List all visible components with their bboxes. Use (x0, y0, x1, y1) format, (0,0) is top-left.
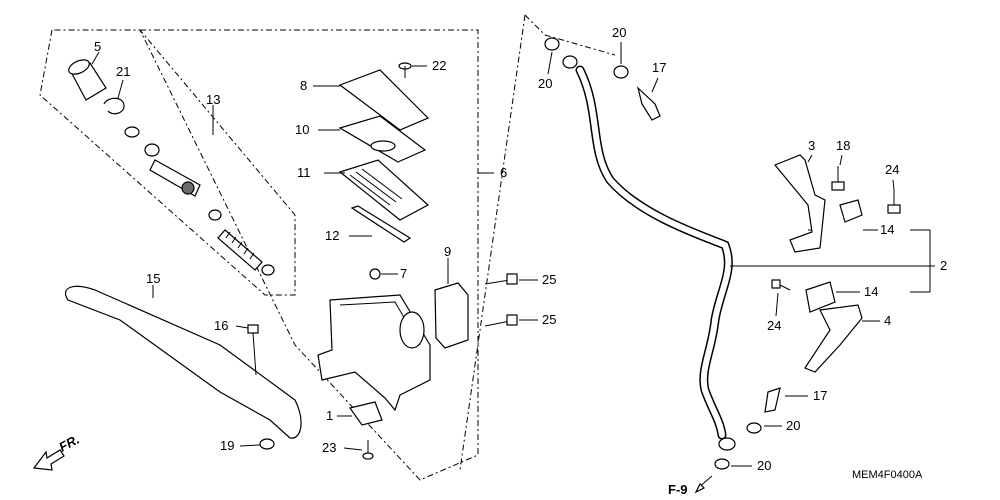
circlip (103, 97, 125, 115)
hose-guide-upper (839, 199, 863, 223)
cap-plate-hole (370, 140, 396, 152)
label-17b: 17 (813, 388, 827, 403)
diaphragm-ribs (349, 168, 403, 206)
screw-22 (398, 62, 412, 78)
reservoir-cap (338, 69, 430, 131)
label-20a: 20 (538, 76, 552, 91)
hose-guide-lower (805, 281, 836, 313)
label-14b: 14 (864, 284, 878, 299)
leader-lines (91, 42, 935, 467)
bolts-25 (484, 273, 518, 327)
label-8: 8 (300, 78, 307, 93)
hose-clamp-lower (804, 304, 863, 373)
diaphragm (338, 159, 430, 221)
label-10: 10 (295, 122, 309, 137)
holder (434, 282, 469, 349)
screw-7 (369, 268, 381, 280)
reference-label: F-9 (668, 482, 688, 497)
master-cylinder (317, 294, 431, 412)
label-6: 6 (500, 165, 507, 180)
label-23: 23 (322, 440, 336, 455)
label-4: 4 (884, 313, 891, 328)
label-20d: 20 (757, 458, 771, 473)
label-16: 16 (214, 318, 228, 333)
label-2: 2 (940, 258, 947, 273)
label-20c: 20 (786, 418, 800, 433)
brake-switch (348, 401, 383, 426)
label-14a: 14 (880, 222, 894, 237)
label-12: 12 (325, 228, 339, 243)
brake-lever (65, 285, 302, 439)
hose-clamp-upper (774, 154, 826, 253)
boot (68, 59, 107, 101)
label-19: 19 (220, 438, 234, 453)
label-5: 5 (94, 39, 101, 54)
drawing-code: MEM4F0400A (852, 469, 923, 481)
label-24b: 24 (767, 318, 781, 333)
pivot-bolt (247, 324, 259, 376)
reference-f9: F-9 (668, 475, 713, 497)
hose-assembly-outline (524, 14, 616, 56)
label-18: 18 (836, 138, 850, 153)
sealing-washers (544, 37, 762, 470)
label-21: 21 (116, 64, 130, 79)
pivot-nut (259, 438, 275, 450)
master-cylinder-outline (139, 29, 479, 481)
label-15: 15 (146, 271, 160, 286)
oil-bolts (636, 86, 781, 413)
brake-hose (575, 65, 733, 440)
label-24a: 24 (885, 162, 899, 177)
float-plate (350, 205, 412, 243)
clamp-bolts (771, 166, 901, 291)
label-7: 7 (400, 266, 407, 281)
label-17a: 17 (652, 60, 666, 75)
label-1: 1 (326, 408, 333, 423)
label-20b: 20 (612, 25, 626, 40)
label-25b: 25 (542, 312, 556, 327)
label-13: 13 (206, 92, 220, 107)
part-labels: 5 21 13 8 22 10 11 12 7 9 6 25 25 1 23 1… (94, 25, 947, 473)
screw-23 (362, 440, 374, 460)
hose-assembly-edge (459, 14, 526, 471)
label-9: 9 (444, 244, 451, 259)
front-arrow: FR. (32, 432, 82, 471)
piston-set (124, 126, 275, 276)
label-25a: 25 (542, 272, 556, 287)
label-22: 22 (432, 58, 446, 73)
label-11: 11 (297, 165, 311, 180)
label-3: 3 (808, 138, 815, 153)
